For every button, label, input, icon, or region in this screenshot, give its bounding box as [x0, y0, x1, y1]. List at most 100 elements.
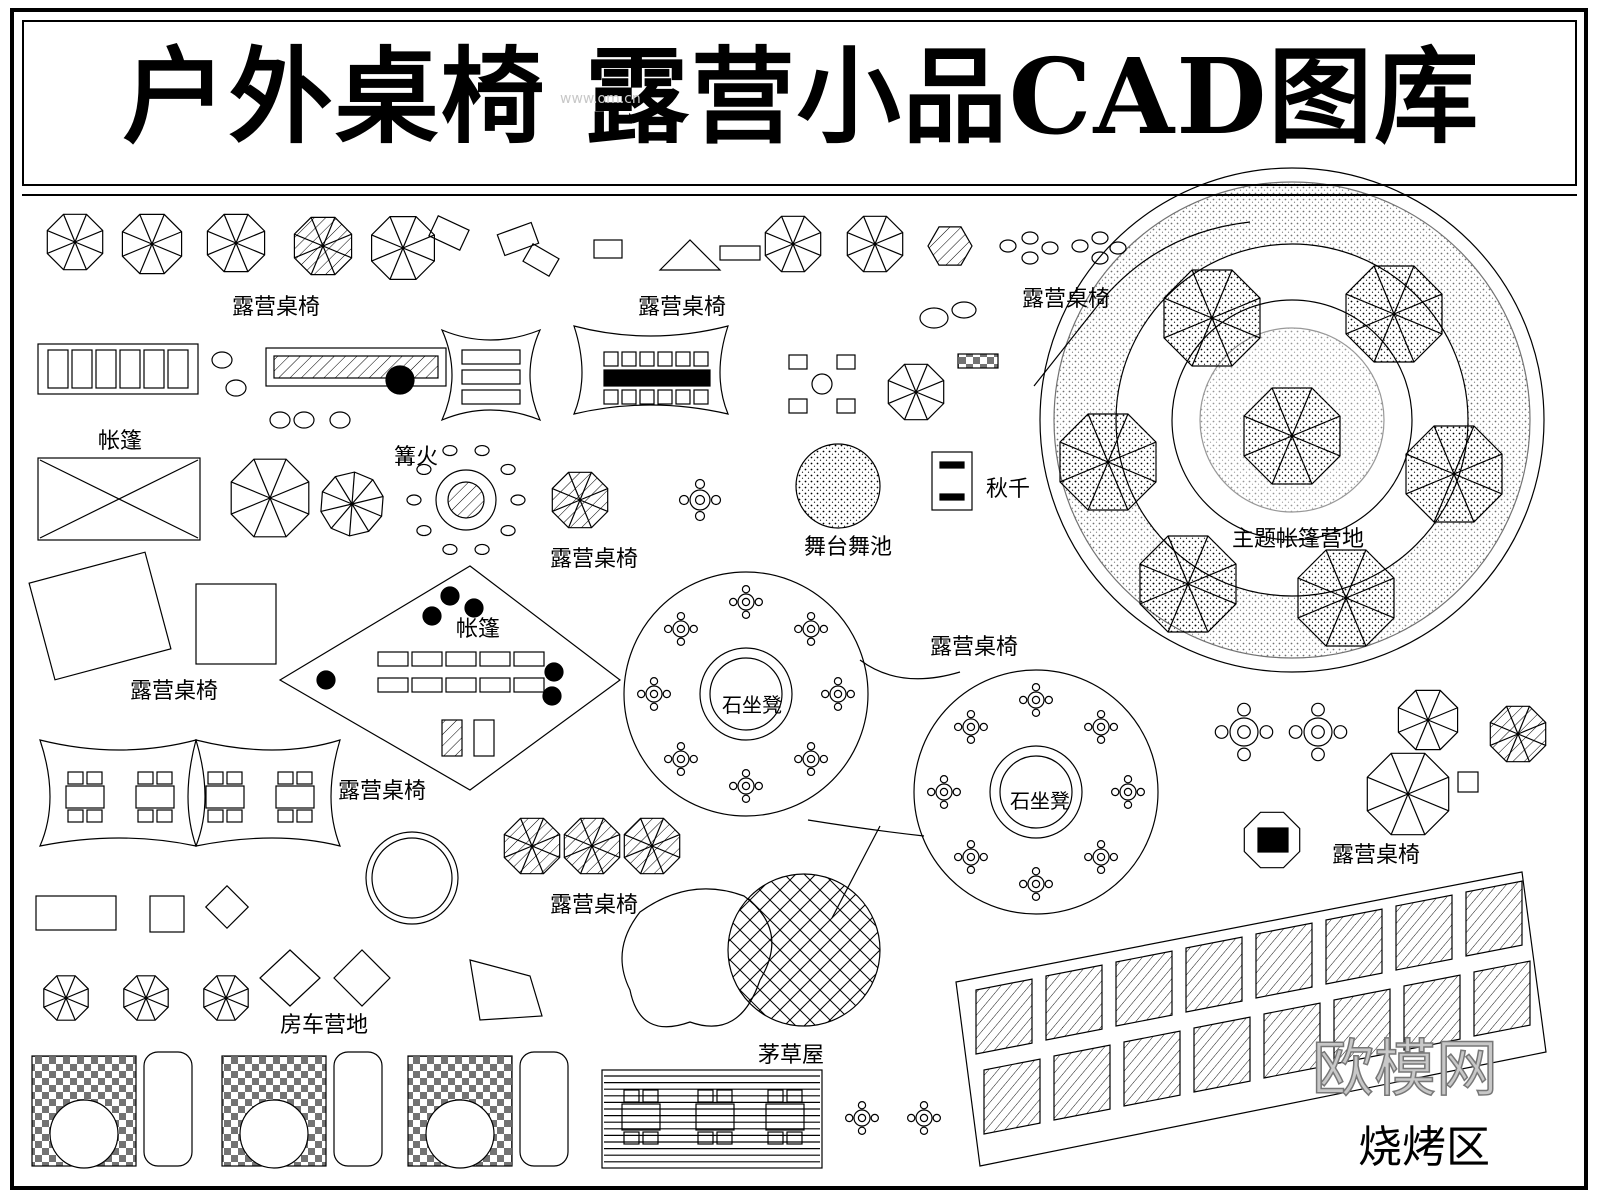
umbrella-symbol	[1139, 535, 1237, 633]
umbrella-rib	[1505, 733, 1519, 762]
umbrella-rib	[1211, 317, 1233, 367]
umbrella-rib	[151, 231, 182, 245]
label-camp-chairs-1: 露营桌椅	[232, 295, 320, 320]
lounger	[428, 215, 470, 251]
table-center	[966, 722, 976, 732]
umbrella-rib	[139, 214, 153, 245]
chair	[623, 1089, 640, 1103]
umbrella-rib	[552, 499, 581, 513]
table-top	[935, 783, 953, 801]
table-center	[676, 624, 686, 634]
umbrella-rib	[1393, 265, 1415, 315]
stool	[1237, 747, 1251, 762]
log-seat	[416, 524, 432, 537]
umbrella-rib	[151, 243, 165, 274]
label-camp-chairs-7: 露营桌椅	[338, 779, 426, 804]
umbrella-rib	[1433, 425, 1455, 475]
umbrella-rib	[269, 481, 310, 499]
umbrella-rib	[74, 241, 103, 255]
label-tent-1: 帐篷	[98, 429, 142, 454]
stool	[966, 735, 976, 744]
bbq-grill	[1115, 950, 1173, 1027]
chair	[716, 1089, 733, 1103]
umbrella-symbol	[1405, 425, 1503, 523]
stool	[966, 840, 976, 849]
umbrella-rib	[230, 481, 271, 499]
umbrella-rib	[1211, 297, 1261, 319]
umbrella-rib	[651, 845, 665, 874]
umbrella-rib	[1407, 793, 1449, 812]
bed	[47, 349, 69, 389]
umbrella-rib	[235, 242, 265, 256]
stool	[927, 787, 936, 797]
umbrella-rib	[1163, 297, 1213, 319]
stool	[689, 624, 698, 634]
umbrella-rib	[1345, 597, 1367, 647]
stool	[846, 689, 856, 699]
stool	[741, 610, 751, 620]
stepping-stone	[1021, 251, 1039, 265]
seat	[621, 389, 637, 405]
path-curve	[859, 659, 961, 680]
umbrella-rib	[56, 975, 67, 999]
umbrella-rib	[1390, 793, 1409, 835]
seat	[639, 351, 655, 367]
umbrella-rib	[322, 245, 352, 259]
umbrella-rib	[1427, 719, 1458, 733]
umbrella-rib	[151, 214, 165, 245]
umbrella-rib	[1345, 313, 1395, 335]
umbrella-rib	[334, 476, 353, 505]
umbrella-rib	[294, 245, 324, 259]
umbrella-rib	[1187, 583, 1209, 633]
chair	[86, 771, 103, 785]
umbrella-rib	[1405, 453, 1455, 475]
label-camp-chairs-2: 露营桌椅	[638, 295, 726, 320]
rv-vehicle	[519, 1051, 569, 1167]
stool	[1044, 695, 1054, 705]
bed	[119, 349, 141, 389]
stool	[919, 1126, 929, 1136]
stool	[953, 852, 963, 862]
umbrella-rib	[1407, 793, 1426, 835]
stone-seat	[225, 379, 247, 397]
umbrella-symbol	[320, 471, 384, 537]
stool	[833, 677, 843, 686]
tent-block	[37, 457, 201, 541]
round-table-set	[1110, 775, 1146, 810]
stool	[663, 624, 673, 634]
umbrella-rib	[579, 472, 593, 501]
stool	[819, 624, 829, 634]
tent-ridge	[39, 459, 199, 539]
round-deck	[365, 831, 459, 925]
umbrella-rib	[579, 487, 608, 501]
chair-table-set	[765, 1089, 805, 1145]
umbrella-rib	[62, 214, 76, 243]
umbrella-rib	[1291, 435, 1313, 485]
chair	[226, 771, 243, 785]
umbrella-rib	[1291, 435, 1341, 457]
umbrella-rib	[1490, 733, 1519, 747]
umbrella-symbol	[551, 471, 609, 529]
hut-roof	[621, 888, 773, 1028]
stool	[1123, 800, 1133, 810]
bbq-grill	[1333, 988, 1391, 1065]
title-block: 户外桌椅 露营小品CAD图库	[22, 20, 1577, 186]
umbrella-rib	[792, 216, 806, 245]
stool	[637, 689, 646, 699]
umbrella-rib	[402, 216, 417, 249]
label-thatched-hut: 茅草屋	[758, 1043, 824, 1068]
umbrella-rib	[322, 233, 352, 247]
stone-bench-ring	[699, 647, 793, 741]
umbrella-canopy	[320, 471, 384, 537]
table-oct	[1243, 811, 1301, 869]
tensile-tent	[195, 739, 341, 847]
umbrella-rib	[564, 845, 593, 859]
shrub	[422, 606, 442, 626]
bed	[95, 349, 117, 389]
stool	[1259, 725, 1274, 739]
round-table-set	[729, 585, 764, 620]
chair	[207, 809, 224, 823]
log-seat	[442, 543, 458, 556]
round-table-set	[953, 709, 988, 744]
label-stone-bench-1: 石坐凳	[722, 693, 782, 717]
